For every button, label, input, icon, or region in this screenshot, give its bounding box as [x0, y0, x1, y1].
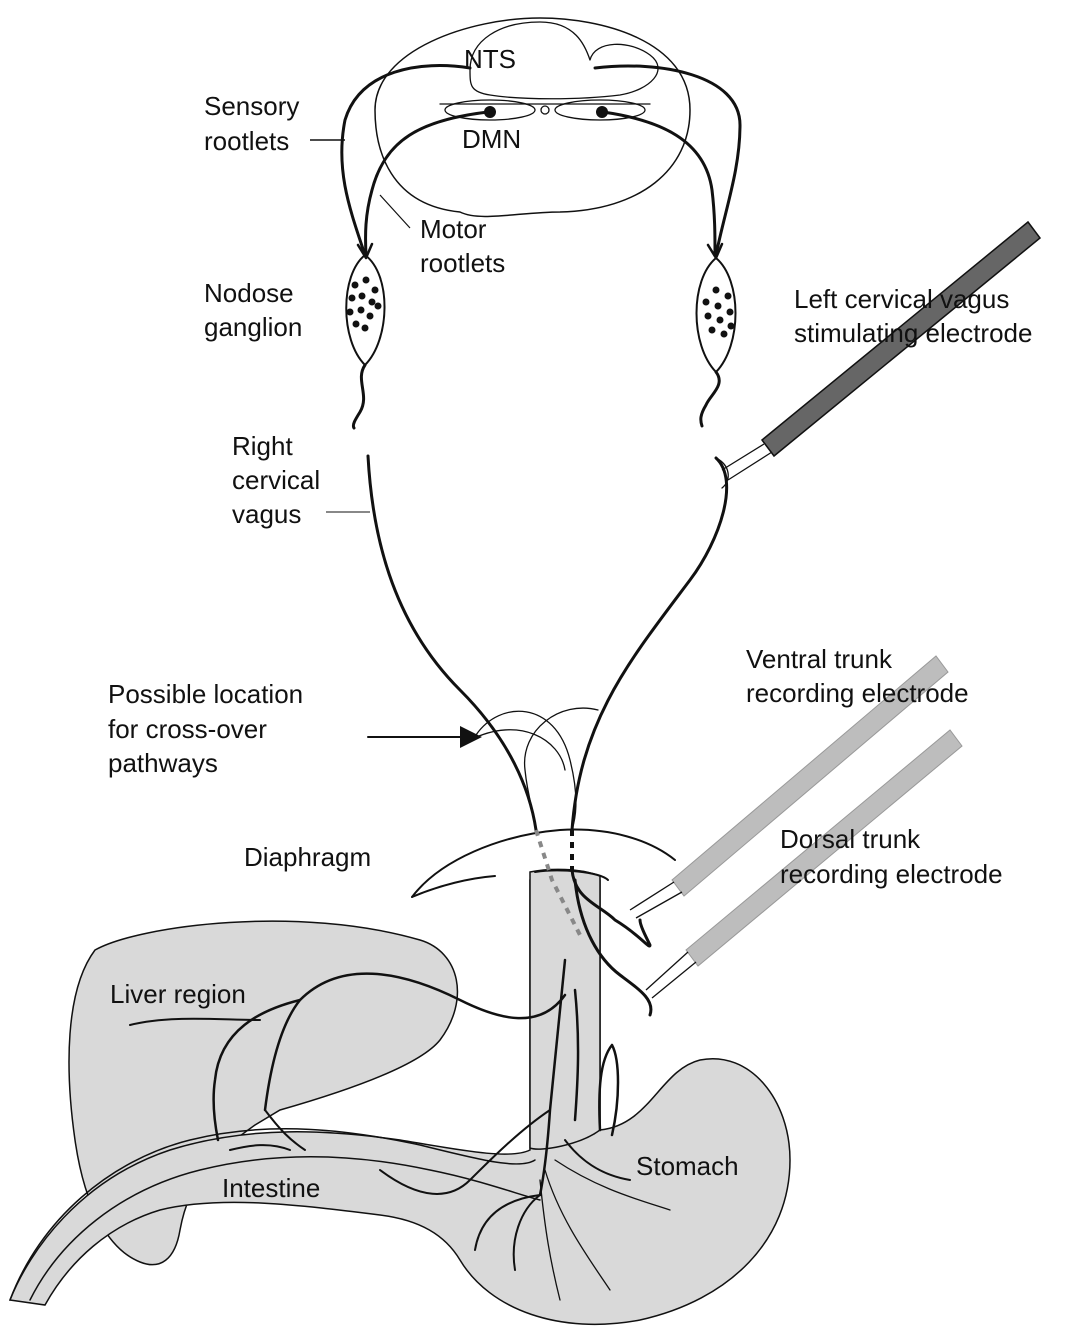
label-dorsal-trunk-1: Dorsal trunk — [780, 824, 921, 854]
esophagus — [530, 869, 600, 1149]
label-cross-over-1: Possible location — [108, 679, 303, 709]
label-dorsal-trunk-2: recording electrode — [780, 859, 1003, 889]
left-vagus-upper-stub — [701, 372, 719, 426]
ganglion-cells-left — [703, 287, 735, 338]
stomach-curvature-nerve — [599, 1045, 618, 1135]
label-right-cervical-vagus-1: Right — [232, 431, 293, 461]
brainstem-outline — [375, 18, 690, 216]
label-stomach: Stomach — [636, 1151, 739, 1181]
label-nodose-ganglion-1: Nodose — [204, 278, 294, 308]
label-cross-over-3: pathways — [108, 748, 218, 778]
label-left-electrode-1: Left cervical vagus — [794, 284, 1009, 314]
label-nts: NTS — [464, 44, 516, 74]
central-canal — [541, 106, 549, 114]
label-nodose-ganglion-2: ganglion — [204, 312, 302, 342]
label-dmn: DMN — [462, 124, 521, 154]
label-ventral-trunk-2: recording electrode — [746, 678, 969, 708]
sensory-rootlet-right — [595, 66, 740, 255]
label-cross-over-2: for cross-over — [108, 714, 267, 744]
label-sensory-rootlets-1: Sensory — [204, 91, 299, 121]
crossover-loop-1 — [476, 711, 576, 830]
label-left-electrode-2: stimulating electrode — [794, 318, 1032, 348]
ganglion-cells-right — [347, 277, 382, 332]
crossover-loop-2 — [525, 708, 598, 830]
label-motor-rootlets-1: Motor — [420, 214, 487, 244]
left-cervical-vagus — [572, 458, 727, 830]
crossover-arrowhead — [460, 726, 482, 748]
label-motor-rootlets-2: rootlets — [420, 248, 505, 278]
motor-rootlets-leader — [380, 195, 410, 228]
label-intestine: Intestine — [222, 1173, 320, 1203]
diaphragm-lower — [412, 876, 495, 897]
label-diaphragm: Diaphragm — [244, 842, 371, 872]
label-ventral-trunk-1: Ventral trunk — [746, 644, 893, 674]
right-vagus-upper-stub — [353, 365, 365, 428]
crossover-loop-3 — [470, 730, 565, 770]
right-cervical-vagus — [368, 456, 536, 830]
left-stimulating-electrode — [716, 222, 1040, 488]
label-right-cervical-vagus-3: vagus — [232, 499, 301, 529]
label-sensory-rootlets-2: rootlets — [204, 126, 289, 156]
label-right-cervical-vagus-2: cervical — [232, 465, 320, 495]
motor-rootlet-right — [603, 112, 715, 255]
label-liver: Liver region — [110, 979, 246, 1009]
